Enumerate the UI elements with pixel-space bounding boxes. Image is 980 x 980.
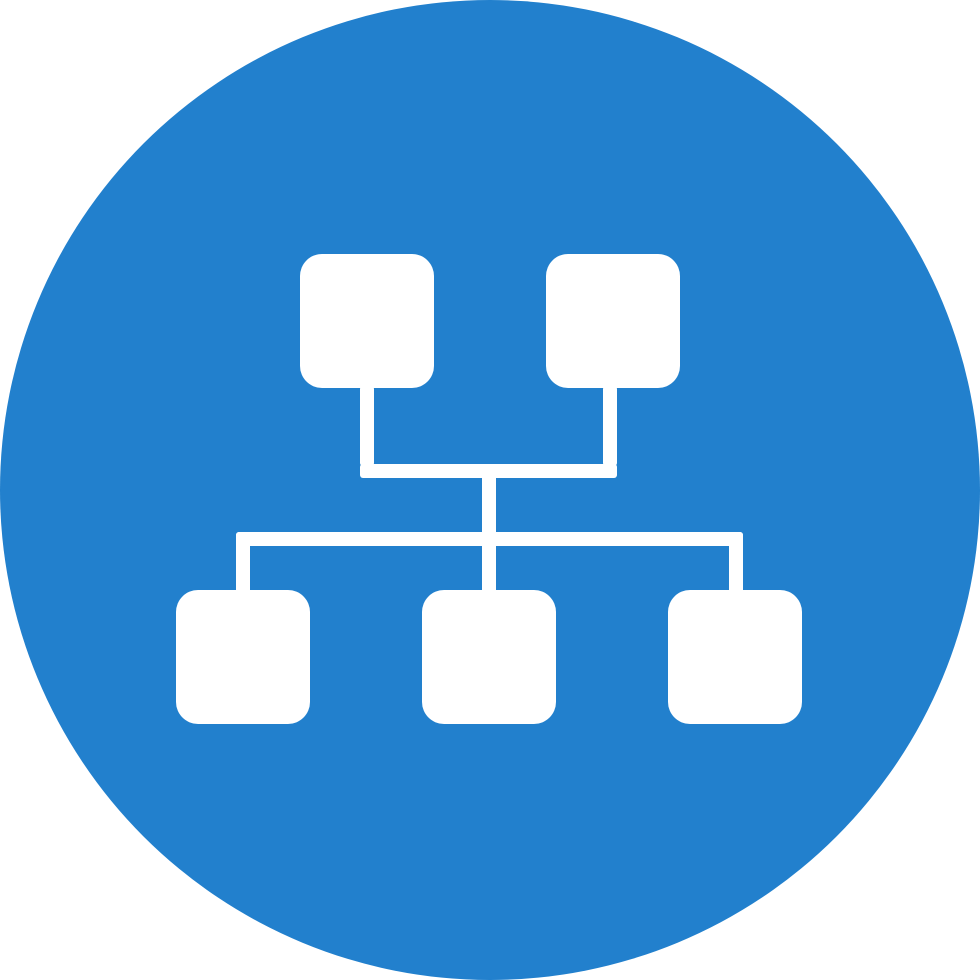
connector-lines [236,386,743,594]
node-top-left [300,254,434,388]
connector-bottom-left-drop [236,532,250,594]
connector-center-trunk [482,464,496,594]
node-bottom-center [422,590,556,724]
node-bottom-left [176,590,310,724]
connector-top-right-drop [603,386,617,466]
node-bottom-right [668,590,802,724]
connector-bottom-right-drop [729,532,743,594]
hierarchy-nodes [176,254,802,724]
connector-top-left-drop [360,386,374,466]
node-top-right [546,254,680,388]
connector-bottom-bar [236,532,743,546]
